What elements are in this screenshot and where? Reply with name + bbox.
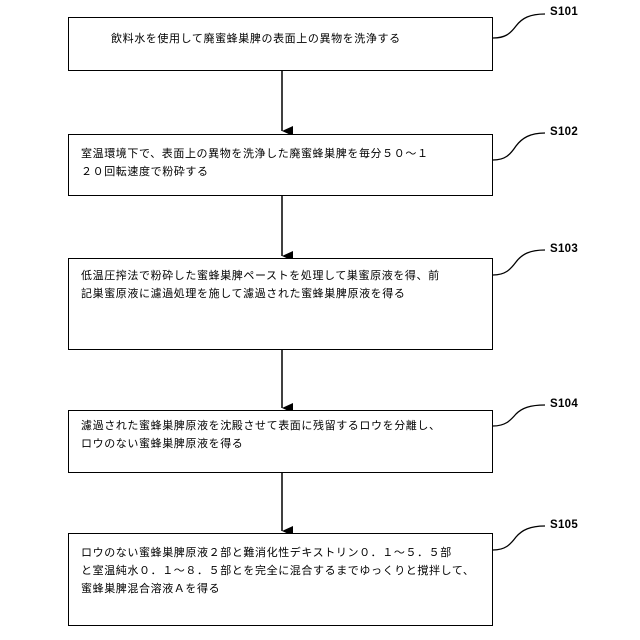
step-label-s104: S104 bbox=[550, 398, 578, 410]
leader-line-s105 bbox=[493, 526, 545, 550]
step-text-s103: 低温圧搾法で粉砕した蜜蜂巣脾ペーストを処理して巣蜜原液を得、前 記巣蜜原液に濾過… bbox=[81, 267, 484, 303]
leader-line-s102 bbox=[493, 133, 545, 160]
step-text-s102: 室温環境下で、表面上の異物を洗浄した廃蜜蜂巣脾を毎分５０～１ ２０回転速度で粉砕… bbox=[81, 145, 484, 181]
step-box-s104: 濾過された蜜蜂巣脾原液を沈殿させて表面に残留するロウを分離し、 ロウのない蜜蜂巣… bbox=[68, 410, 493, 473]
step-text-s104: 濾過された蜜蜂巣脾原液を沈殿させて表面に残留するロウを分離し、 ロウのない蜜蜂巣… bbox=[81, 417, 484, 453]
step-box-s105: ロウのない蜜蜂巣脾原液２部と難消化性デキストリン０．１～５．５部 と室温純水０．… bbox=[68, 533, 493, 626]
leader-line-s101 bbox=[493, 14, 545, 38]
step-box-s103: 低温圧搾法で粉砕した蜜蜂巣脾ペーストを処理して巣蜜原液を得、前 記巣蜜原液に濾過… bbox=[68, 258, 493, 350]
leader-line-s104 bbox=[493, 405, 545, 426]
step-label-s103: S103 bbox=[550, 243, 578, 255]
step-label-s105: S105 bbox=[550, 519, 578, 531]
step-label-s101: S101 bbox=[550, 6, 578, 18]
leader-line-s103 bbox=[493, 250, 545, 275]
step-box-s101: 飲料水を使用して廃蜜蜂巣脾の表面上の異物を洗浄する bbox=[68, 17, 493, 71]
step-label-s102: S102 bbox=[550, 126, 578, 138]
step-box-s102: 室温環境下で、表面上の異物を洗浄した廃蜜蜂巣脾を毎分５０～１ ２０回転速度で粉砕… bbox=[68, 134, 493, 196]
step-text-s105: ロウのない蜜蜂巣脾原液２部と難消化性デキストリン０．１～５．５部 と室温純水０．… bbox=[81, 544, 484, 598]
step-text-s101: 飲料水を使用して廃蜜蜂巣脾の表面上の異物を洗浄する bbox=[111, 30, 484, 48]
